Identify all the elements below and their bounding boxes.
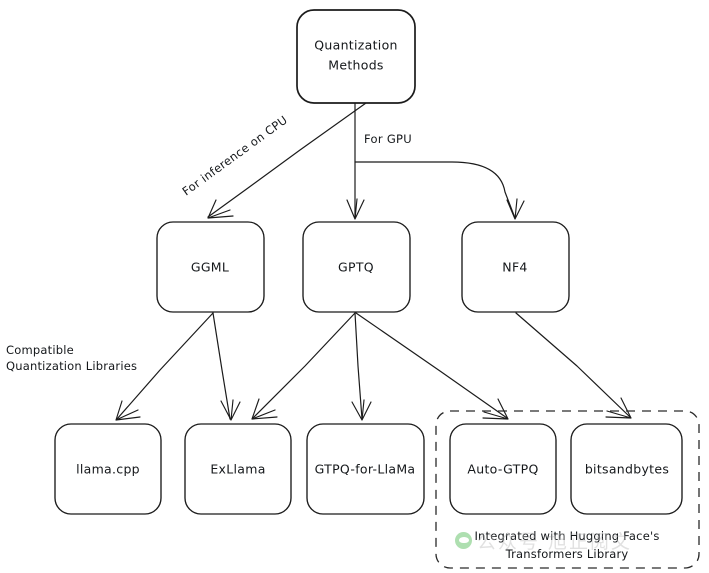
node-label-root-line2: Methods [328, 58, 384, 73]
side-label-line2: Quantization Libraries [6, 359, 137, 373]
node-label-ggml: GGML [191, 260, 229, 275]
edge-root-to-nf4 [354, 161, 516, 219]
edge-gptq-to-exllama [252, 312, 356, 419]
arrowhead-ggml [207, 199, 234, 219]
edge-layer [115, 102, 632, 421]
arrowhead-exllama-from-ggml [220, 399, 241, 421]
side-label-line1: Compatible [6, 343, 74, 357]
edge-label-for-inference-on-cpu: For inference on CPU [180, 113, 291, 199]
group-caption-line2: Transformers Library [505, 547, 629, 561]
node-label-root-line1: Quantization [314, 38, 397, 53]
node-ggml[interactable] [156, 221, 265, 313]
node-layer: Quantization Methods GGML GPTQ NF4 llama… [54, 9, 683, 515]
edge-gptq-to-autogptq [355, 312, 508, 419]
arrowhead-autogptq [482, 398, 509, 420]
node-label-gptq-for-llama: GTPQ-for-LlaMa [315, 462, 416, 477]
node-nf4[interactable] [461, 221, 570, 313]
node-gptq[interactable] [302, 221, 411, 313]
node-label-nf4: NF4 [502, 260, 527, 275]
arrowhead-exllama-from-gptq [251, 398, 278, 420]
group-caption-line1: Integrated with Hugging Face's [474, 529, 659, 543]
node-llama-cpp[interactable] [54, 423, 162, 515]
arrowhead-bitsandbytes [605, 397, 632, 419]
arrowhead-nf4 [506, 198, 525, 220]
node-label-gptq: GPTQ [338, 260, 374, 275]
node-gptq-for-llama[interactable] [306, 423, 425, 515]
node-label-auto-gptq: Auto-GTPQ [467, 462, 538, 477]
edge-root-to-ggml [207, 102, 367, 218]
arrowhead-gptqforllama [351, 399, 372, 421]
edge-gptq-to-gptqforllama [354, 312, 363, 420]
arrowhead-llamacpp [115, 400, 141, 421]
edge-ggml-to-exllama [212, 312, 231, 420]
node-quantization-methods[interactable] [296, 9, 416, 104]
edge-label-for-gpu: For GPU [364, 132, 412, 146]
node-exllama[interactable] [184, 423, 292, 515]
edge-nf4-to-bitsandbytes [515, 312, 631, 418]
node-label-llama-cpp: llama.cpp [76, 462, 140, 477]
hf-integration-group [435, 410, 700, 569]
node-label-exllama: ExLlama [210, 462, 265, 477]
node-auto-gptq[interactable] [449, 423, 557, 515]
arrowhead-gptq [346, 198, 365, 220]
node-label-bitsandbytes: bitsandbytes [585, 462, 669, 477]
edge-ggml-to-llamacpp [116, 312, 214, 420]
node-bitsandbytes[interactable] [570, 423, 683, 515]
